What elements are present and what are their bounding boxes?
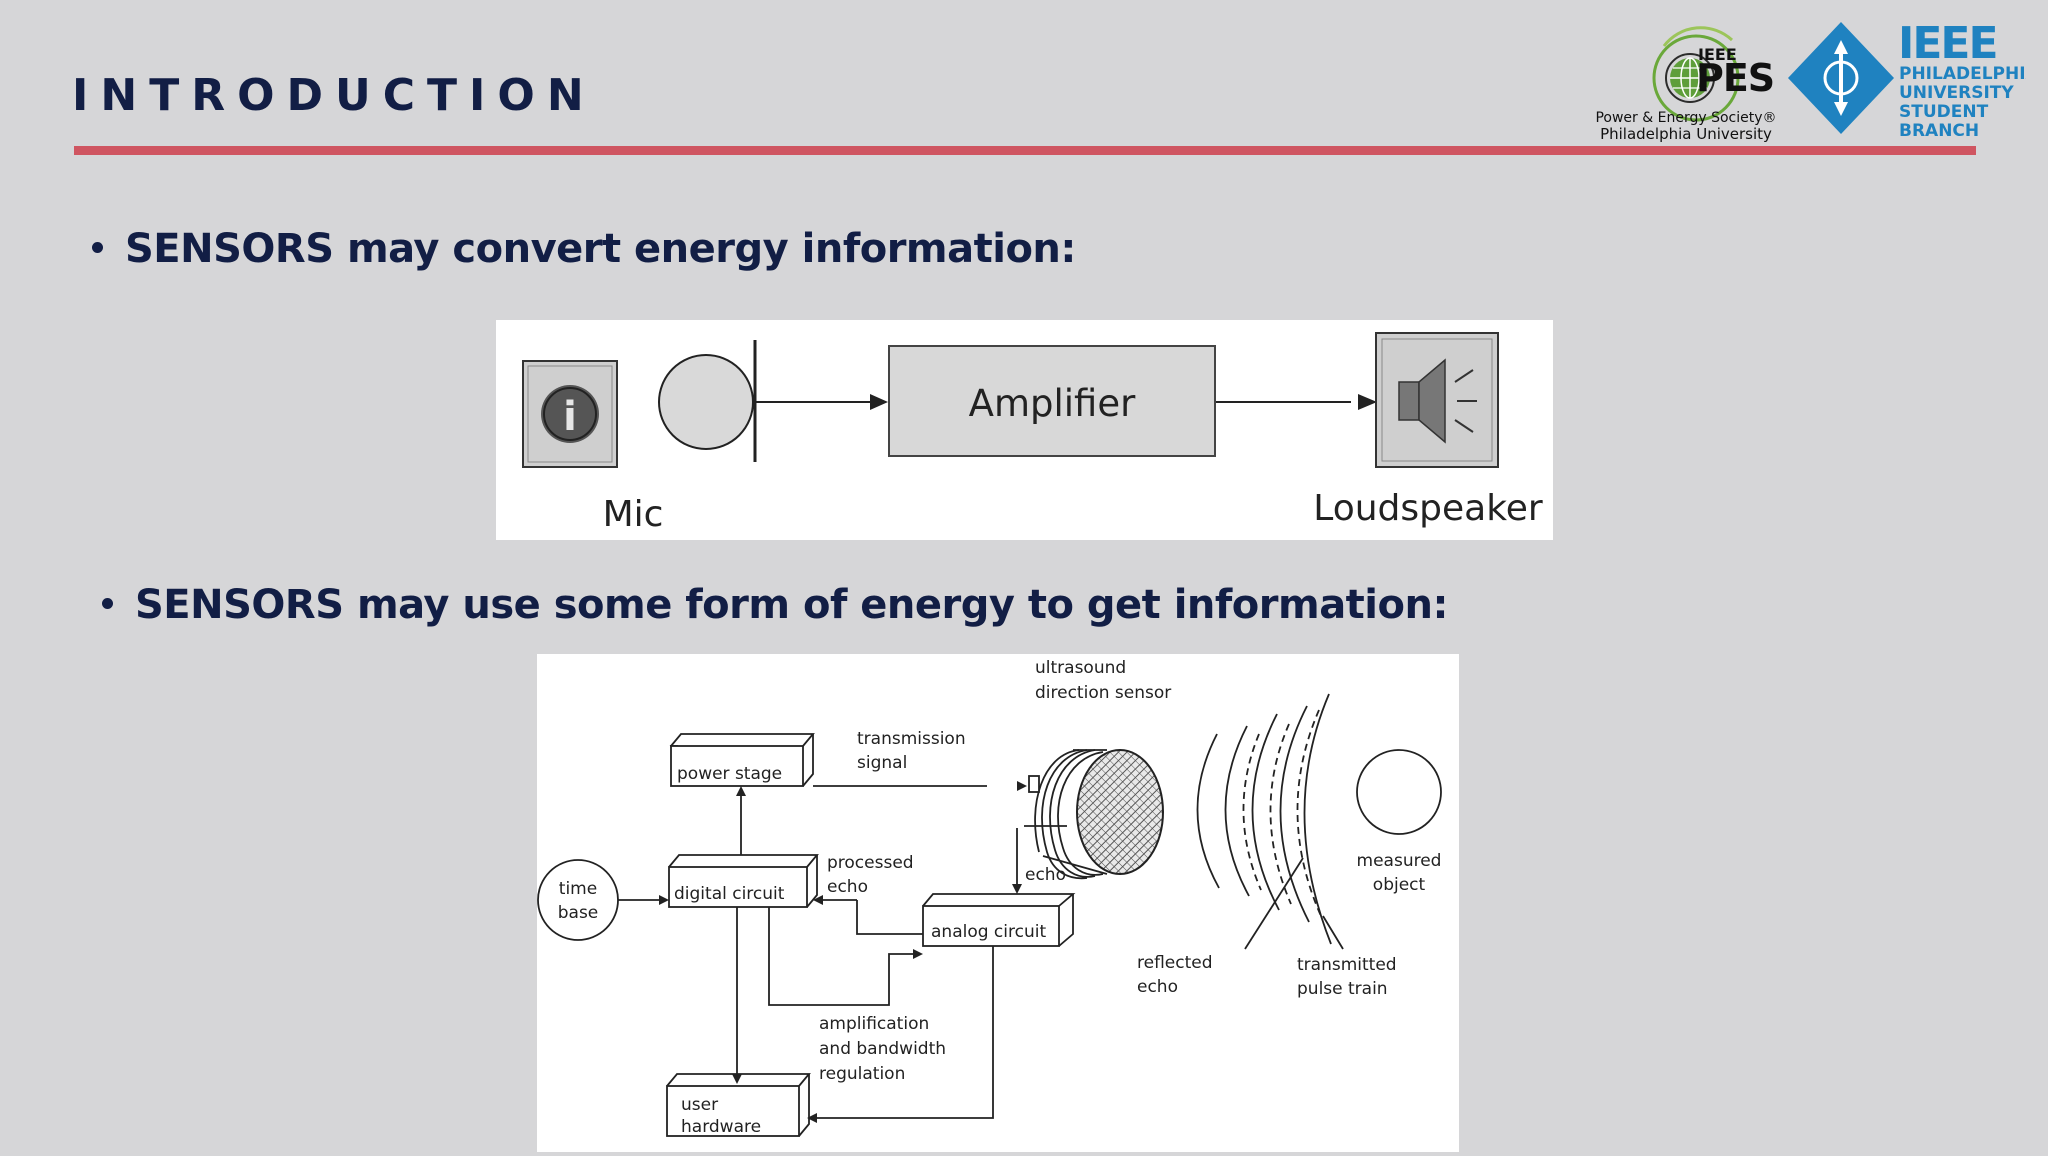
- digital-circuit-label: digital circuit: [674, 884, 785, 904]
- ieee-line1: PHILADELPHIA: [1899, 64, 2026, 84]
- pes-line2: Philadelphia University: [1600, 125, 1772, 143]
- reflected-echo-label-2: echo: [1137, 977, 1178, 997]
- diagram-mic-amplifier: i Amplifier Mic Loudspeaker: [496, 320, 1553, 540]
- microphone-icon: [658, 340, 757, 462]
- measured-object-label-2: object: [1373, 875, 1426, 895]
- analog-circuit-block: [922, 893, 1076, 947]
- echo-label: echo: [1025, 865, 1066, 885]
- slide-title: INTRODUCTION: [72, 70, 596, 121]
- ultrasound-label-1: ultrasound: [1035, 658, 1126, 678]
- title-divider: [74, 146, 1976, 155]
- ieee-kite-icon: [1823, 40, 1859, 116]
- digital-circuit-block: [668, 854, 819, 908]
- amplification-label-2: and bandwidth: [819, 1039, 946, 1059]
- measured-object-circle: [1356, 749, 1442, 835]
- amplifier-label: Amplifier: [969, 382, 1136, 425]
- bullet-dot: [92, 241, 103, 253]
- pes-big-text: PES: [1696, 56, 1774, 100]
- logo-group: IEEE PES Power & Energy Society® Philade…: [1595, 18, 2026, 143]
- loudspeaker-label: Loudspeaker: [1313, 488, 1543, 529]
- amplifier-block: [888, 345, 1216, 457]
- user-hardware-block: [666, 1073, 811, 1137]
- bullet-dot: [102, 597, 113, 609]
- transmission-label-1: transmission: [857, 729, 966, 749]
- user-hardware-label-1: user: [681, 1095, 718, 1115]
- time-base-label-2: base: [558, 903, 599, 923]
- transmitted-pulse-label-1: transmitted: [1297, 955, 1397, 975]
- wave-arcs: [1196, 693, 1344, 950]
- arrowheads: [659, 781, 1027, 1123]
- diagram-ultrasound-sensor: power stage digital circuit analog circu…: [537, 654, 1459, 1152]
- ultrasound-sensor-icon: [1028, 749, 1164, 880]
- ieee-student-branch-logo: IEEE PHILADELPHIA UNIVERSITY STUDENT BRA…: [1788, 18, 2026, 141]
- mic-label: Mic: [603, 494, 664, 535]
- arrow-icon: [870, 394, 888, 410]
- pes-small-text: IEEE: [1698, 45, 1737, 64]
- pes-line1: Power & Energy Society®: [1595, 110, 1776, 126]
- ieee-big-text: IEEE: [1898, 18, 1997, 69]
- ieee-line3: STUDENT: [1899, 102, 1989, 122]
- time-base-circle: [537, 859, 619, 941]
- svg-text:i: i: [563, 394, 577, 440]
- measured-object-label-1: measured: [1357, 851, 1442, 871]
- transmitted-pulse-label-2: pulse train: [1297, 979, 1388, 999]
- analog-circuit-label: analog circuit: [931, 922, 1046, 942]
- speaker-icon: [1375, 332, 1499, 468]
- bullet-convert-energy: SENSORS may convert energy information:: [92, 226, 1076, 272]
- info-icon: i: [522, 360, 618, 468]
- processed-echo-label-1: processed: [827, 853, 914, 873]
- amplification-label-1: amplification: [819, 1014, 929, 1034]
- ieee-line4: BRANCH: [1899, 121, 1979, 141]
- power-stage-block: [669, 733, 815, 787]
- ultrasound-label-2: direction sensor: [1035, 683, 1171, 703]
- bullet-use-energy: SENSORS may use some form of energy to g…: [102, 582, 1448, 628]
- transmission-label-2: signal: [857, 753, 907, 773]
- power-stage-label: power stage: [677, 764, 782, 784]
- ieee-line2: UNIVERSITY: [1899, 83, 2014, 103]
- bullet-text: SENSORS may convert energy information:: [125, 226, 1076, 272]
- user-hardware-label-2: hardware: [681, 1117, 761, 1137]
- processed-echo-label-2: echo: [827, 877, 868, 897]
- amplification-label-3: regulation: [819, 1064, 905, 1084]
- arrow-icon: [1358, 394, 1377, 410]
- ieee-pes-logo: IEEE PES Power & Energy Society® Philade…: [1595, 26, 1777, 143]
- reflected-echo-label-1: reflected: [1137, 953, 1213, 973]
- time-base-label-1: time: [559, 879, 597, 899]
- globe-icon: [1670, 57, 1710, 99]
- bullet-text: SENSORS may use some form of energy to g…: [135, 582, 1448, 628]
